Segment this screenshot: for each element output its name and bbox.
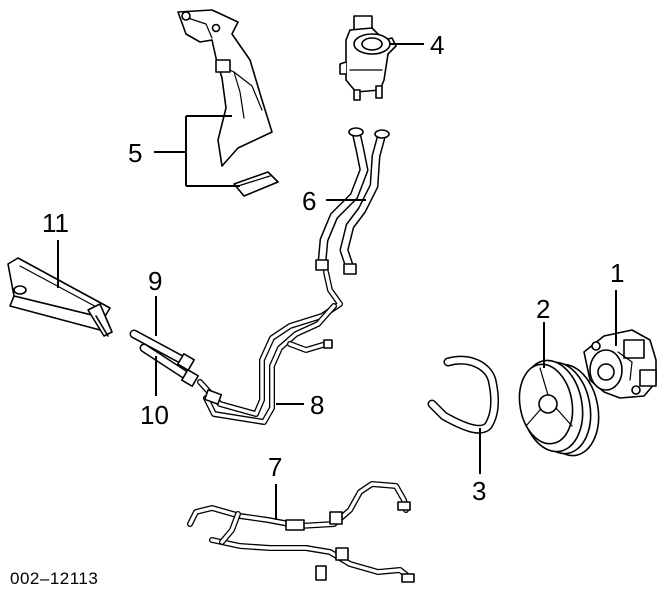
callout-9: 9 (148, 266, 162, 296)
callout-8: 8 (310, 390, 324, 420)
part-8-tube (197, 269, 343, 425)
part-1-pump (583, 329, 657, 399)
figure-number: 002‒12113 (10, 569, 98, 588)
part-3-belt (427, 355, 500, 434)
part-7-hose-assembly (187, 481, 415, 583)
leader-lines (57, 43, 617, 520)
callout-2: 2 (536, 294, 550, 324)
callout-1: 1 (610, 258, 624, 288)
callout-5: 5 (128, 138, 142, 168)
part-6-hose-assembly (315, 127, 390, 275)
part-9-10-hoses (129, 329, 199, 387)
callout-6: 6 (302, 186, 316, 216)
callout-11: 11 (42, 208, 69, 238)
callout-7: 7 (268, 452, 282, 482)
callout-10: 10 (140, 400, 169, 430)
part-4-reservoir (339, 15, 397, 101)
callout-labels: 1 2 3 4 5 6 7 8 9 10 11 (42, 30, 624, 506)
callout-4: 4 (430, 30, 444, 60)
callout-3: 3 (472, 476, 486, 506)
part-2-pulley (518, 359, 600, 457)
part-11-cooler (7, 257, 113, 337)
part-5-bracket (177, 9, 279, 197)
